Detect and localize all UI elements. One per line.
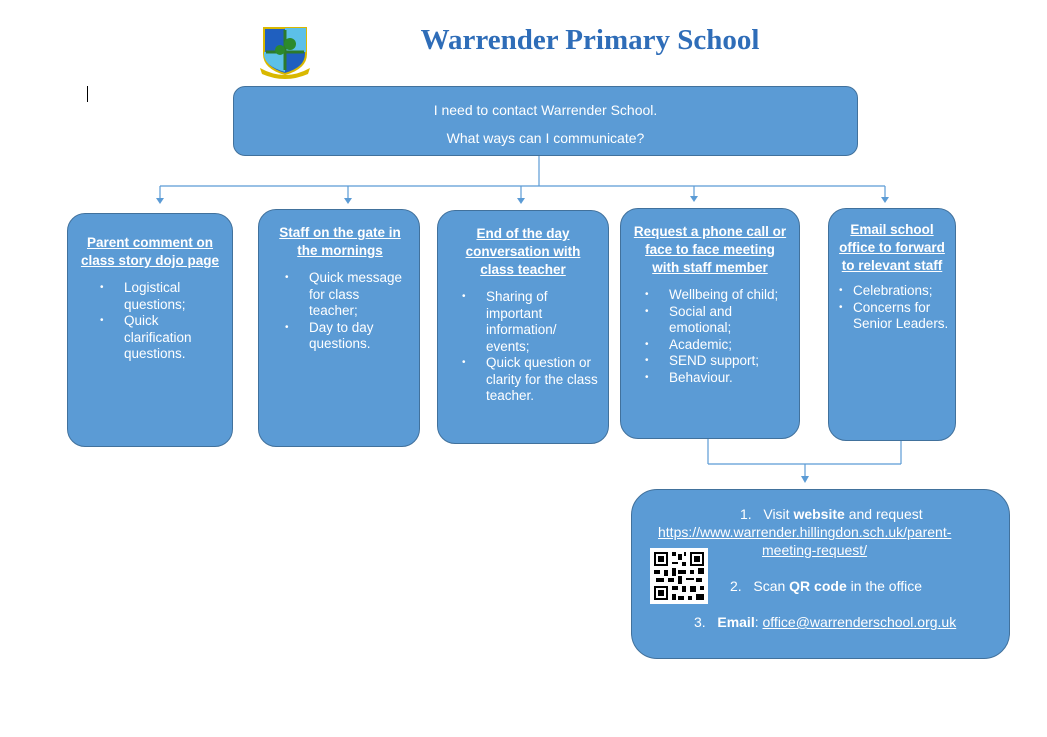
option-title: Request a phone call or face to face mee… (633, 224, 787, 275)
school-crest-logo (256, 24, 314, 80)
step-number: 3. (694, 614, 706, 630)
step-2: 2. Scan QR code in the office (730, 578, 922, 595)
option-item: Academic; (631, 337, 789, 354)
question-line-1: I need to contact Warrender School. (433, 102, 658, 118)
text-cursor (87, 86, 88, 102)
email-link[interactable]: office@warrenderschool.org.uk (762, 614, 957, 630)
step-text: : (754, 614, 763, 630)
contact-question-box: I need to contact Warrender School. What… (233, 86, 858, 156)
step-text: Visit (763, 506, 794, 522)
option-item: Wellbeing of child; (631, 287, 789, 304)
option-item: Logistical questions; (86, 280, 220, 313)
option-box-end-of-day: End of the day conversation with class t… (437, 210, 609, 444)
option-title: Parent comment on class story dojo page (80, 235, 220, 268)
option-item: Quick message for class teacher; (271, 270, 409, 320)
website-link[interactable]: meeting-request/ (762, 542, 868, 558)
question-line-2: What ways can I communicate? (446, 130, 645, 146)
option-item: Celebrations; (835, 283, 949, 300)
option-item: Quick question or clarity for the class … (448, 355, 598, 405)
option-item: Sharing of important information/ events… (448, 289, 598, 355)
step-text: in the office (846, 578, 922, 594)
option-item: Day to day questions. (271, 320, 409, 353)
option-box-dojo: Parent comment on class story dojo page … (67, 213, 233, 447)
step-bold-text: QR code (789, 578, 847, 594)
website-link-line-2[interactable]: meeting-request/ (762, 542, 867, 559)
step-1: 1. Visit website and request (740, 506, 923, 523)
option-box-phone-meeting: Request a phone call or face to face mee… (620, 208, 800, 439)
step-text: and request (844, 506, 923, 522)
step-number: 1. (740, 506, 752, 522)
option-item: Social and emotional; (631, 304, 789, 337)
meeting-request-box: 1. Visit website and request https://www… (631, 489, 1010, 659)
qr-code-image (650, 548, 708, 604)
option-item: Concerns for Senior Leaders. (835, 300, 949, 333)
option-item: Behaviour. (631, 370, 789, 387)
option-title: Staff on the gate in the mornings (279, 225, 401, 258)
option-box-email-office: Email school office to forward to releva… (828, 208, 956, 441)
option-title: Email school office to forward to releva… (839, 222, 945, 273)
step-3: 3. Email: office@warrenderschool.org.uk (694, 614, 956, 631)
website-link-line-1[interactable]: https://www.warrender.hillingdon.sch.uk/… (658, 524, 951, 541)
step-bold-text: website (793, 506, 845, 522)
option-item: Quick clarification questions. (86, 313, 220, 363)
step-number: 2. (730, 578, 742, 594)
school-title: Warrender Primary School (420, 24, 760, 56)
step-text: Scan (753, 578, 790, 594)
step-bold-text: Email (717, 614, 755, 630)
option-title: End of the day conversation with class t… (465, 226, 581, 277)
option-box-gate-staff: Staff on the gate in the mornings Quick … (258, 209, 420, 447)
website-link[interactable]: https://www.warrender.hillingdon.sch.uk/… (658, 524, 952, 540)
option-item: SEND support; (631, 353, 789, 370)
